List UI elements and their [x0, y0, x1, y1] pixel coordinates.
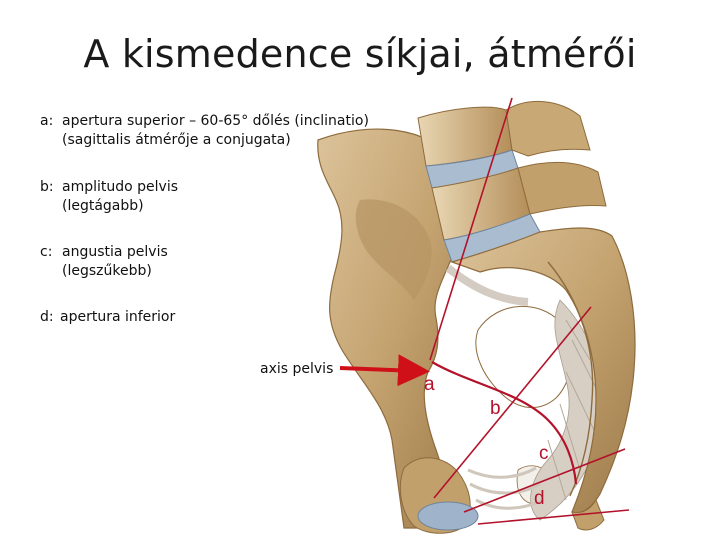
inguinal-ligament — [445, 264, 529, 306]
plane-label-c: c — [539, 443, 549, 464]
legend-key: a: — [40, 113, 54, 129]
pubic-symphysis — [417, 501, 479, 531]
spinous-process-lower — [517, 161, 607, 215]
ligament-fibers — [547, 319, 599, 501]
legend-text: apertura superior – 60-65° dőlés (inclin… — [62, 113, 369, 129]
legend-item-b: b: amplitudo pelvis (legtágabb) — [40, 178, 178, 216]
legend-item-a: a: apertura superior – 60-65° dőlés (incl… — [40, 112, 369, 150]
axis-pelvis-arrow — [339, 354, 430, 387]
legend-item-d: d: apertura inferior — [40, 308, 175, 327]
legend-subtext: (legtágabb) — [62, 198, 144, 214]
legend-key: c: — [40, 244, 53, 260]
plane-line-b — [433, 306, 592, 499]
legend-key: b: — [40, 179, 54, 195]
plane-line-a — [429, 97, 513, 361]
coccyx — [571, 498, 605, 531]
plane-label-a: a — [424, 374, 435, 395]
pelvic-floor-fibers — [467, 466, 545, 510]
legend-item-c: c: angustia pelvis (legszűkebb) — [40, 243, 168, 281]
plane-line-d — [477, 509, 630, 525]
ilium-shadow — [355, 199, 432, 300]
legend-subtext: (sagittalis átmérője a conjugata) — [62, 132, 291, 148]
legend-text: apertura inferior — [60, 309, 176, 325]
slide-title: A kismedence síkjai, átmérői — [83, 32, 637, 76]
axis-pelvis-curve — [431, 361, 578, 485]
legend-subtext: (legszűkebb) — [62, 263, 152, 279]
lumbar-spine — [417, 100, 607, 263]
legend-key: d: — [40, 309, 54, 325]
plane-label-b: b — [490, 398, 501, 419]
pelvic-planes — [429, 97, 630, 525]
plane-line-c — [463, 448, 626, 513]
spinous-process — [505, 100, 591, 157]
legend-text: amplitudo pelvis — [62, 179, 179, 195]
legend-text: angustia pelvis — [62, 244, 168, 260]
plane-label-d: d — [534, 488, 545, 509]
greater-sciatic-notch — [475, 305, 573, 408]
axis-pelvis-label: axis pelvis — [260, 361, 334, 377]
